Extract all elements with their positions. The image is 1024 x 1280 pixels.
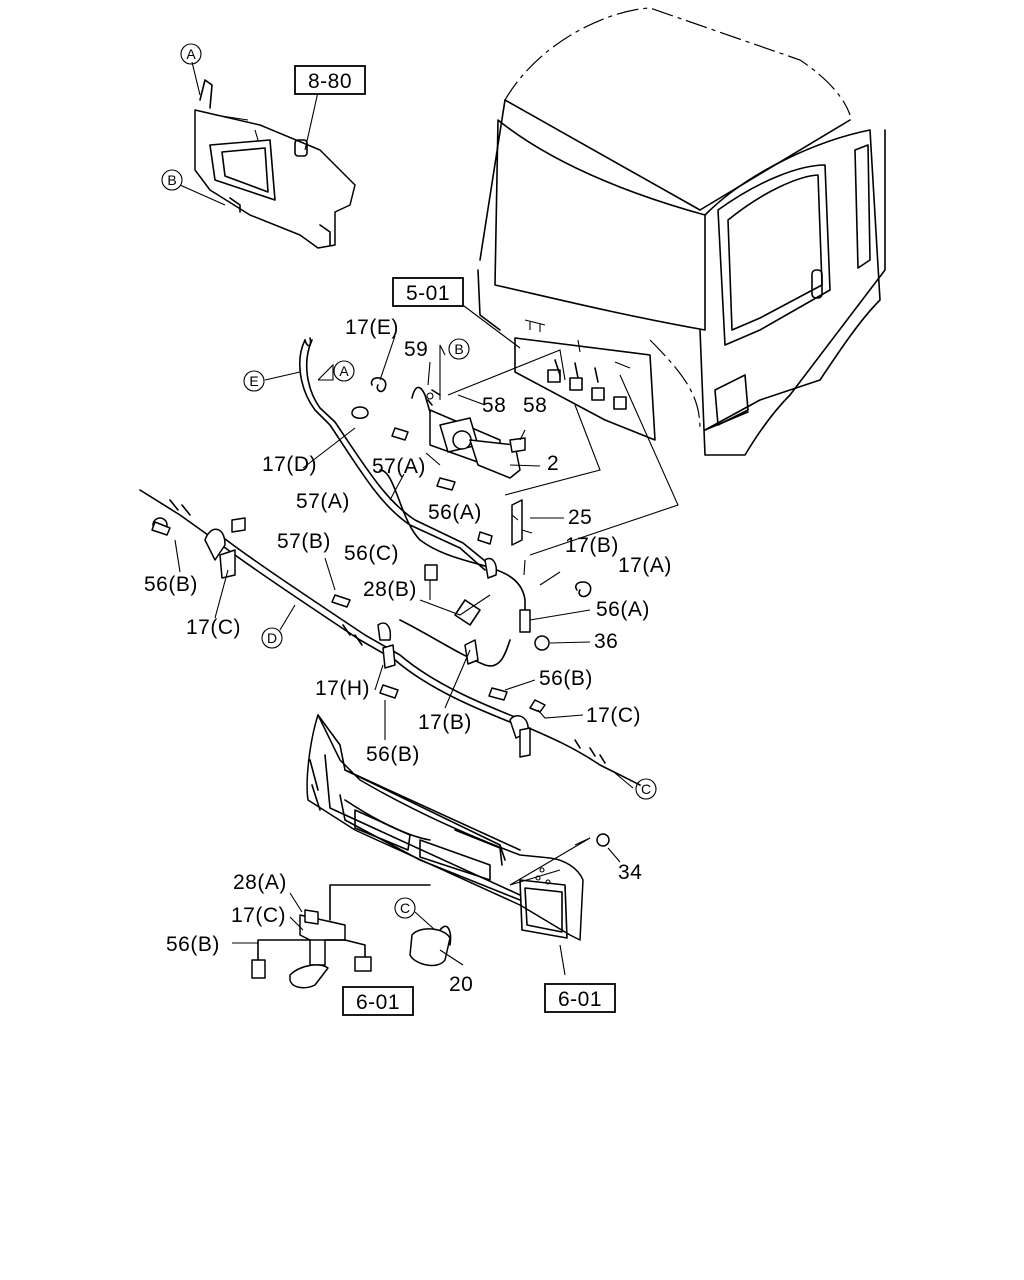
part-label: 17(H) bbox=[315, 677, 370, 700]
leader-lines bbox=[174, 302, 679, 976]
part-label: 17(C) bbox=[231, 904, 286, 927]
part-label: 28(B) bbox=[363, 578, 417, 601]
part-label: 56(A) bbox=[596, 598, 650, 621]
svg-text:A: A bbox=[339, 363, 349, 379]
section-ref-5-01: 5-01 bbox=[392, 277, 464, 307]
part-labels: 17(E) 59 58 58 17(D) 57(A) 2 57(A) 56(A)… bbox=[144, 316, 672, 996]
svg-text:C: C bbox=[641, 781, 651, 797]
circle-marker-a-mid: A bbox=[333, 360, 355, 382]
truck-cab-outline bbox=[477, 7, 886, 456]
part-label: 17(B) bbox=[418, 711, 472, 734]
part-label: 58 bbox=[523, 394, 547, 417]
part-label: 56(C) bbox=[344, 542, 399, 565]
circle-marker-c-lamp: C bbox=[394, 897, 416, 919]
svg-text:6-01: 6-01 bbox=[356, 991, 400, 1014]
part-label: 34 bbox=[618, 861, 642, 884]
part-label: 57(B) bbox=[277, 530, 331, 553]
part-label: 57(A) bbox=[296, 490, 350, 513]
svg-text:E: E bbox=[249, 373, 258, 389]
circle-marker-b-top: B bbox=[161, 169, 183, 191]
part-label: 17(D) bbox=[262, 453, 317, 476]
section-ref-8-80: 8-80 bbox=[294, 65, 366, 95]
svg-text:6-01: 6-01 bbox=[558, 988, 602, 1011]
svg-text:B: B bbox=[454, 341, 463, 357]
part-label: 2 bbox=[547, 452, 559, 475]
wire-harness bbox=[139, 337, 641, 786]
part-label: 25 bbox=[568, 506, 592, 529]
part-label: 28(A) bbox=[233, 871, 287, 894]
part-label: 56(B) bbox=[144, 573, 198, 596]
svg-text:8-80: 8-80 bbox=[308, 70, 352, 93]
part-label: 57(A) bbox=[372, 455, 426, 478]
circle-marker-e: E bbox=[243, 370, 265, 392]
circle-marker-a-top: A bbox=[180, 43, 202, 65]
lamp-20 bbox=[409, 928, 451, 967]
svg-text:D: D bbox=[267, 630, 277, 646]
bracket-assembly bbox=[179, 61, 356, 249]
control-unit bbox=[411, 386, 526, 479]
part-label: 20 bbox=[449, 973, 473, 996]
section-ref-6-01-right: 6-01 bbox=[544, 983, 616, 1013]
svg-text:B: B bbox=[167, 172, 176, 188]
circle-marker-b-mid: B bbox=[448, 338, 470, 360]
part-label: 36 bbox=[594, 630, 618, 653]
circle-marker-d: D bbox=[261, 627, 283, 649]
part-label: 56(A) bbox=[428, 501, 482, 524]
part-label: 56(B) bbox=[539, 667, 593, 690]
section-ref-6-01-left: 6-01 bbox=[342, 986, 414, 1016]
part-label: 59 bbox=[404, 338, 428, 361]
svg-text:5-01: 5-01 bbox=[406, 282, 450, 305]
svg-text:C: C bbox=[400, 900, 410, 916]
part-label: 17(B) bbox=[565, 534, 619, 557]
part-label: 17(C) bbox=[586, 704, 641, 727]
part-label: 58 bbox=[482, 394, 506, 417]
svg-text:A: A bbox=[186, 46, 196, 62]
part-label: 56(B) bbox=[166, 933, 220, 956]
part-label: 17(A) bbox=[618, 554, 672, 577]
bracket-25 bbox=[511, 499, 523, 546]
part-label: 56(B) bbox=[366, 743, 420, 766]
nut-36 bbox=[534, 635, 550, 651]
circle-marker-c-right: C bbox=[635, 778, 657, 800]
part-label: 17(C) bbox=[186, 616, 241, 639]
front-bumper bbox=[306, 714, 610, 941]
part-label: 17(E) bbox=[345, 316, 399, 339]
